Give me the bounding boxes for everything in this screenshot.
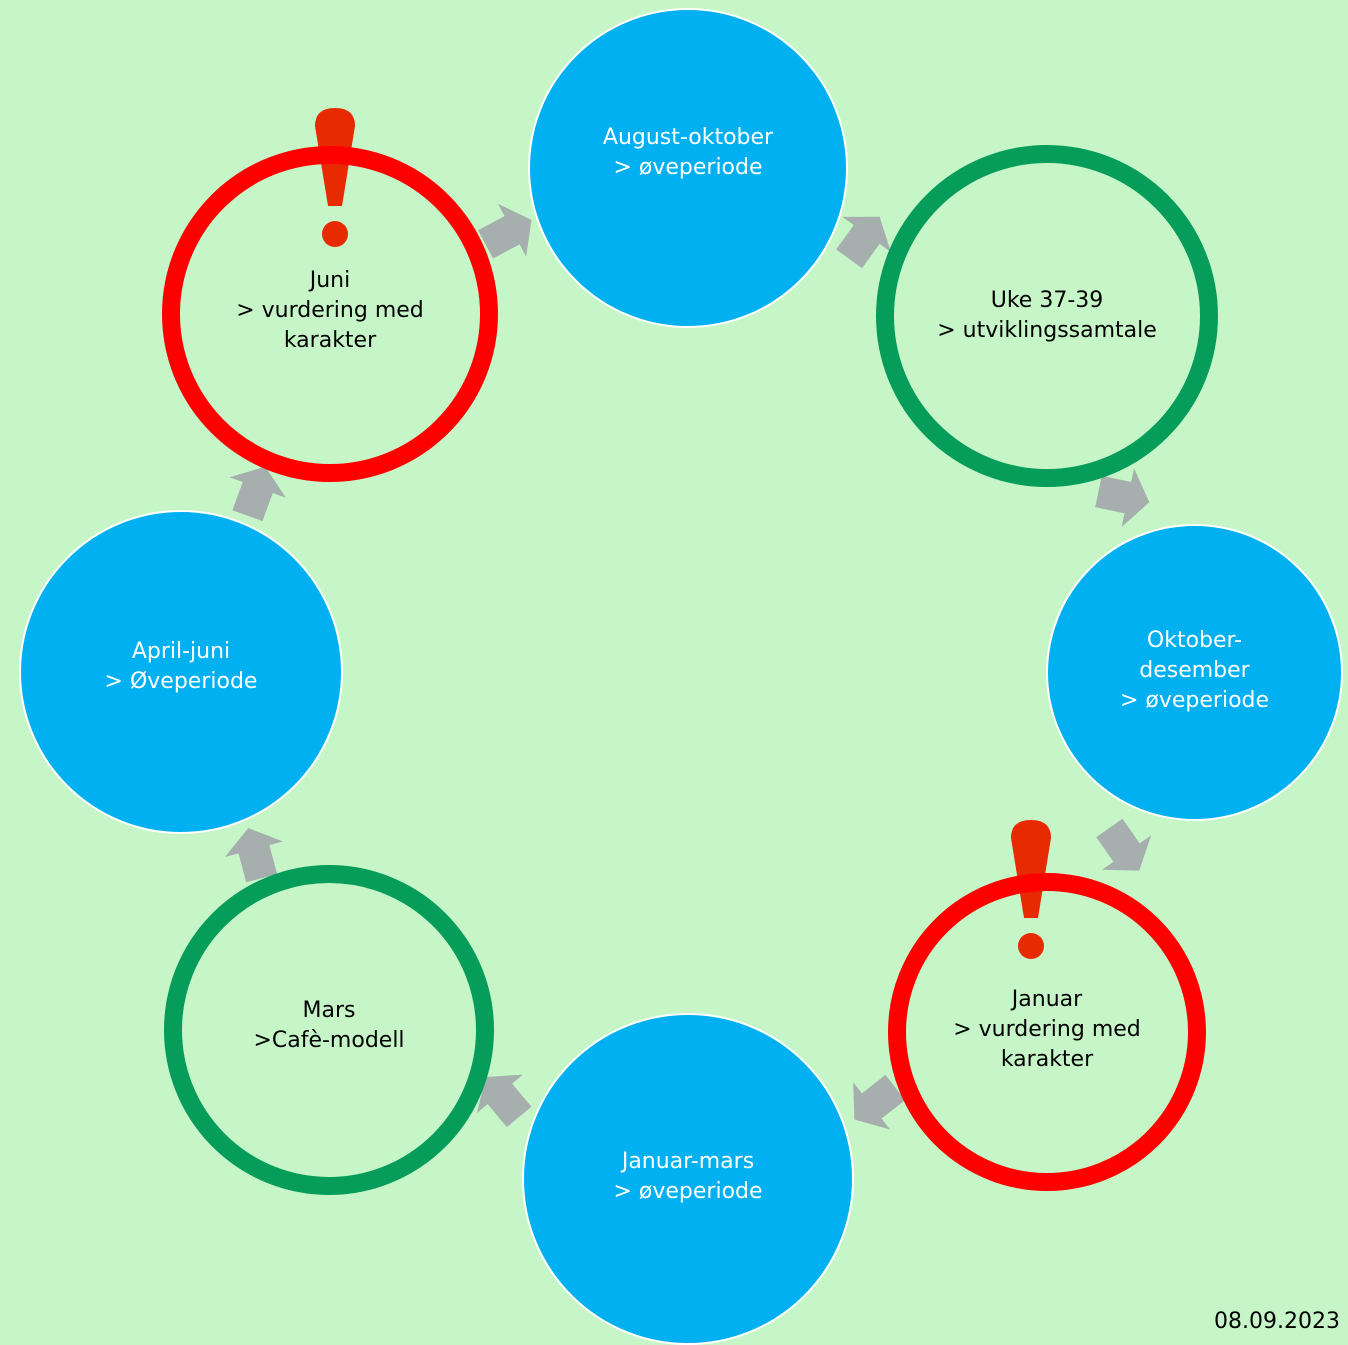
node-label: August-oktober > øveperiode — [602, 125, 774, 180]
arrow-to-uke — [836, 216, 891, 269]
node-label: Oktober- desember > øveperiode — [1119, 627, 1270, 713]
arrow-to-juni — [229, 466, 286, 522]
node-januar-mars: Januar-mars > øveperiode — [522, 1013, 854, 1345]
node-august-oktober: August-oktober > øveperiode — [528, 8, 848, 328]
node-uke-37-39: Uke 37-39 > utviklingssamtale — [876, 145, 1218, 487]
node-mars: Mars >Cafè-modell — [164, 865, 494, 1195]
arrow-to-mars — [476, 1074, 532, 1128]
footer-date: 08.09.2023 — [1214, 1309, 1340, 1334]
node-label: Januar > vurdering med karakter — [953, 986, 1141, 1072]
node-label: Januar-mars > øveperiode — [613, 1149, 763, 1204]
arrow-to-august-oktober — [478, 203, 532, 259]
node-label: Uke 37-39 > utviklingssamtale — [937, 288, 1157, 343]
node-label: April-juni > Øveperiode — [104, 639, 258, 694]
node-januar: Januar > vurdering med karakter — [888, 873, 1206, 1191]
arrow-to-april-juni — [224, 828, 283, 883]
arrow-to-oktober-desember — [1095, 468, 1150, 528]
arrow-to-januar — [1096, 818, 1152, 871]
node-oktober-desember: Oktober- desember > øveperiode — [1046, 524, 1343, 821]
node-april-juni: April-juni > Øveperiode — [19, 510, 343, 834]
arrow-to-januar-mars — [853, 1074, 906, 1130]
node-juni: Juni > vurdering med karakter — [162, 146, 498, 482]
node-label: Juni > vurdering med karakter — [236, 268, 424, 353]
node-label: Mars >Cafè-modell — [253, 998, 405, 1053]
